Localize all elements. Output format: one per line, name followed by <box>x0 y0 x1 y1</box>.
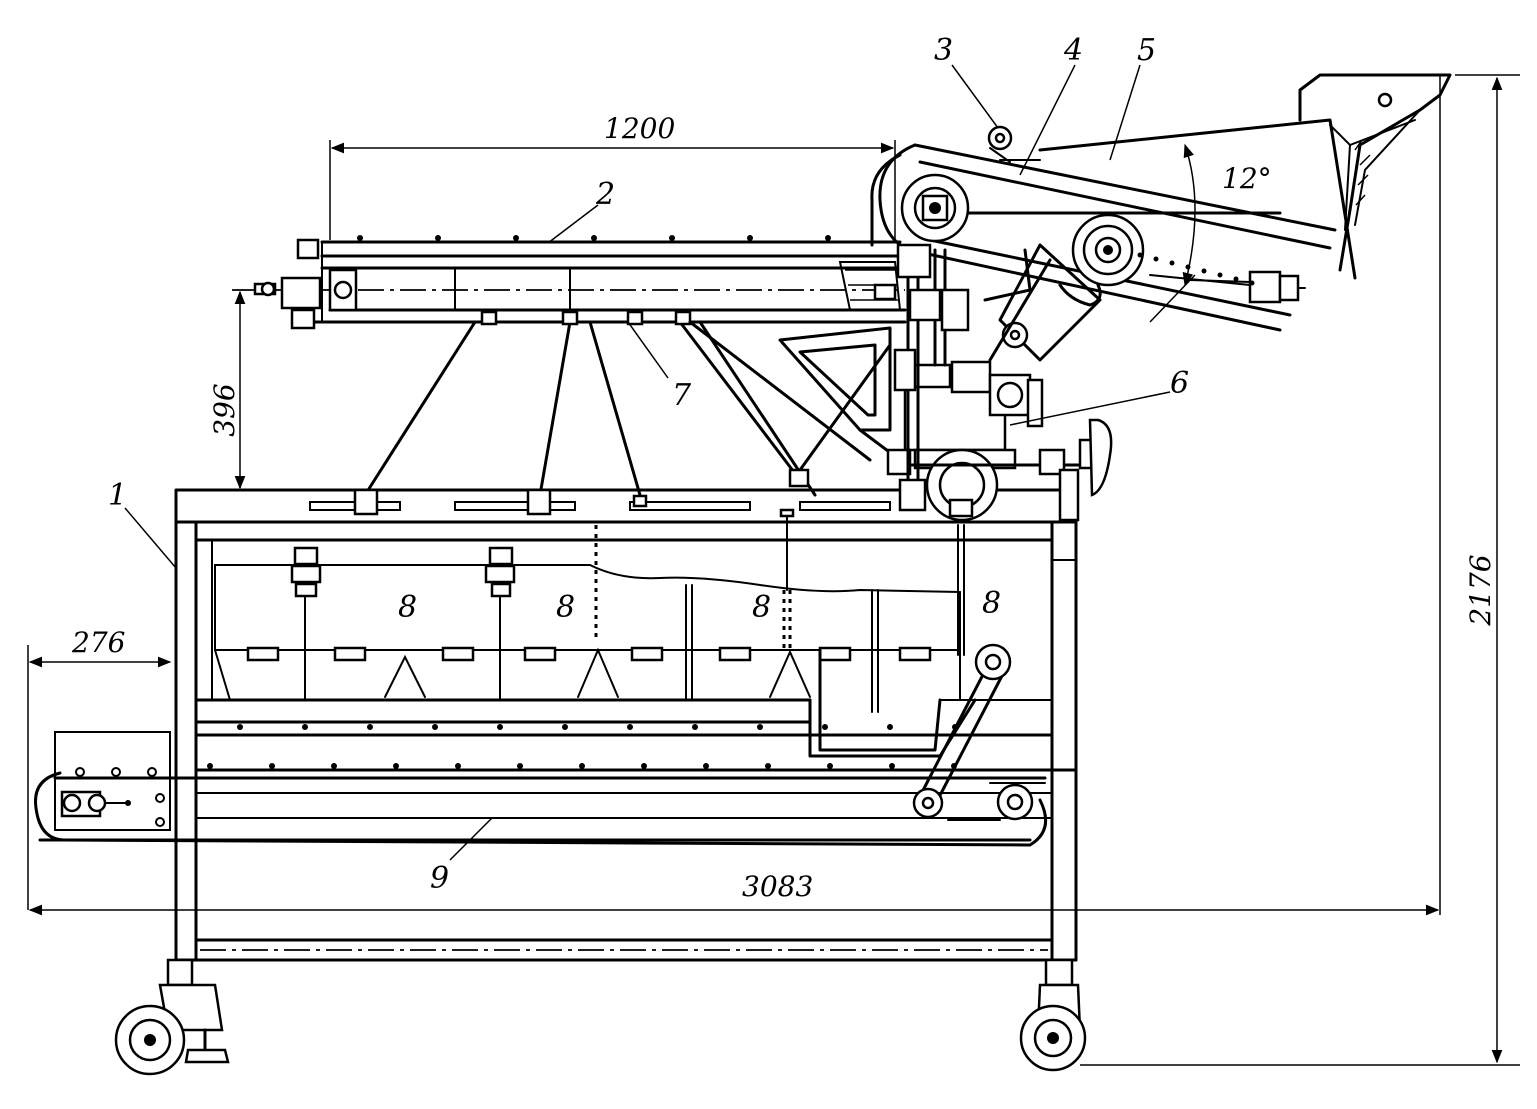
dimension-276: 276 <box>71 626 125 659</box>
dimension-3083: 3083 <box>742 870 813 903</box>
valve-left <box>290 546 322 598</box>
inclined-conveyor <box>870 125 1337 362</box>
callout-4: 4 <box>1063 33 1083 68</box>
inclined-conveyor-tail-pulley <box>1071 213 1145 287</box>
callout-6: 6 <box>1170 366 1189 401</box>
caster-wheel-left <box>114 958 230 1076</box>
callout-9: 9 <box>430 861 449 896</box>
tension-arm <box>912 643 1046 821</box>
inclined-conveyor-bracket <box>983 243 1102 362</box>
inclined-conveyor-head-pulley <box>900 173 970 243</box>
trough-assembly <box>214 508 977 758</box>
upper-conveyor-drive <box>253 238 358 330</box>
callout-8-first: 8 <box>398 590 417 625</box>
support-struts <box>353 310 892 516</box>
callout-5: 5 <box>1137 33 1156 68</box>
callout-8-second: 8 <box>556 590 575 625</box>
dimension-396: 396 <box>208 383 241 436</box>
callout-8-third: 8 <box>752 590 771 625</box>
callout-8-fourth: 8 <box>982 586 1001 621</box>
guide-plate <box>688 320 902 462</box>
callout-7: 7 <box>672 378 692 413</box>
inclined-conveyor-tail-bearing <box>1137 252 1306 304</box>
chain-tensioner <box>987 125 1041 163</box>
main-frame <box>174 488 1078 962</box>
callout-3: 3 <box>934 33 953 68</box>
dimension-1200: 1200 <box>604 112 675 145</box>
bottom-conveyor <box>34 643 1053 847</box>
gear-motor <box>873 243 1113 522</box>
callout-1: 1 <box>108 478 127 513</box>
caster-wheel-right <box>1019 958 1087 1072</box>
dimension-lines <box>27 74 1520 1066</box>
upper-conveyor <box>232 235 907 516</box>
valve-right <box>484 546 516 598</box>
angle-12: 12° <box>1222 162 1272 195</box>
dimension-2176: 2176 <box>1464 554 1497 626</box>
callout-leaders <box>124 64 1171 861</box>
callout-2: 2 <box>595 177 615 212</box>
conveyor-drive-bearing <box>60 790 131 818</box>
